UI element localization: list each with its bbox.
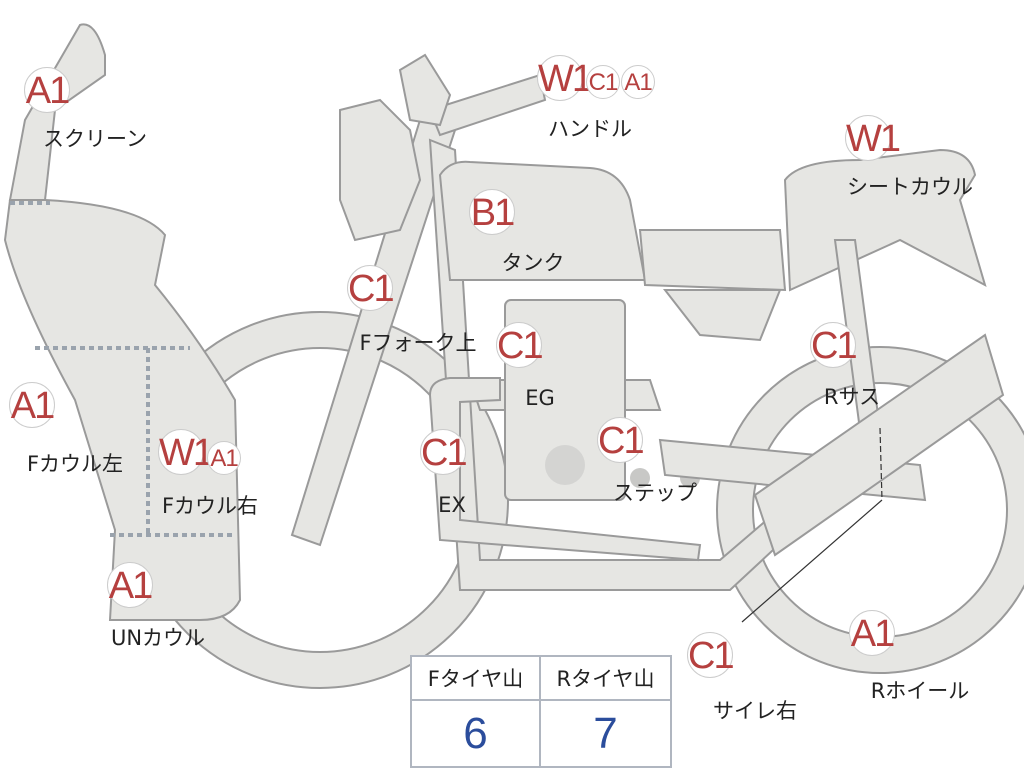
- rear-tire-value: 7: [593, 708, 618, 758]
- silencer: [753, 333, 1005, 557]
- damage-code-badge[interactable]: B1: [469, 189, 515, 235]
- handlebar: [428, 73, 547, 137]
- damage-code-badge[interactable]: C1: [597, 417, 645, 463]
- seat-cowl: [783, 148, 987, 292]
- damage-code-badge[interactable]: W1: [158, 429, 214, 475]
- damage-code-badge[interactable]: A1: [849, 610, 895, 656]
- damage-code-badge[interactable]: A1: [9, 382, 55, 428]
- damage-code-badge[interactable]: C1: [687, 632, 735, 678]
- part-label-f-cowl-left: Fカウル左: [26, 452, 124, 476]
- damage-code-badge[interactable]: C1: [810, 322, 858, 368]
- damage-code-badge[interactable]: W1: [537, 55, 593, 101]
- front-tire-value: 6: [412, 701, 541, 766]
- front-cowl: [3, 199, 242, 621]
- part-label-tank: タンク: [501, 251, 565, 275]
- table-header-rear-tire: Rタイヤ山: [541, 657, 670, 701]
- damage-code-badge[interactable]: A1: [107, 562, 153, 608]
- damage-code-badge[interactable]: C1: [420, 429, 468, 475]
- damage-code-badge[interactable]: A1: [207, 441, 241, 475]
- damage-code-badge[interactable]: A1: [621, 65, 655, 99]
- tire-tread-table: Fタイヤ山 Rタイヤ山 6 7: [410, 655, 672, 768]
- part-label-r-sus: Rサス: [823, 385, 881, 409]
- part-label-f-fork-upper: Fフォーク上: [359, 331, 477, 355]
- part-label-silencer-right: サイレ右: [713, 699, 797, 723]
- table-header-front-tire: Fタイヤ山: [412, 657, 541, 701]
- part-label-r-wheel: Rホイール: [870, 679, 970, 703]
- damage-code-badge[interactable]: W1: [845, 115, 901, 161]
- damage-code-badge[interactable]: C1: [586, 65, 620, 99]
- part-label-handle: ハンドル: [548, 117, 632, 141]
- part-label-screen: スクリーン: [43, 127, 147, 151]
- part-label-under-cowl: UNカウル: [110, 626, 206, 650]
- damage-code-badge[interactable]: C1: [347, 265, 395, 311]
- damage-code-badge[interactable]: A1: [24, 67, 70, 113]
- part-label-f-cowl-right: Fカウル右: [161, 494, 259, 518]
- part-label-engine: EG: [525, 386, 555, 410]
- part-label-exhaust: EX: [438, 493, 466, 517]
- front-screen: [8, 23, 106, 201]
- exhaust-pipe: [428, 377, 702, 562]
- part-label-step: ステップ: [613, 481, 697, 505]
- damage-code-badge[interactable]: C1: [496, 322, 544, 368]
- part-label-seat-cowl: シートカウル: [847, 175, 973, 199]
